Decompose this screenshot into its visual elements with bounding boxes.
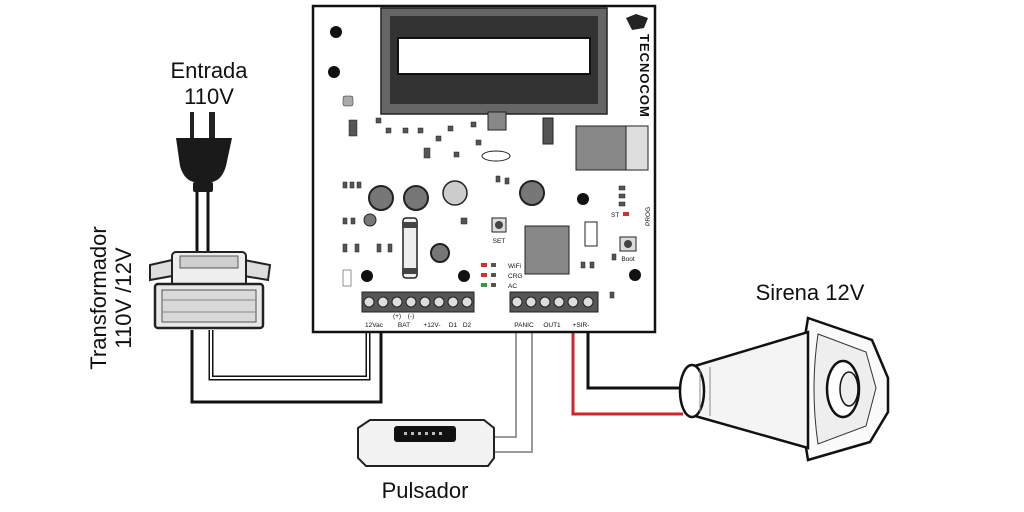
control-board: TECNOCOM xyxy=(311,4,657,334)
transformer-voltage-label: 110V /12V xyxy=(111,247,136,348)
regulator xyxy=(487,111,507,131)
terminal-block-io: PANIC OUT1 +SIR- xyxy=(509,291,599,329)
boot-label: Boot xyxy=(621,256,635,263)
terminal-bat-label: BAT xyxy=(398,322,410,329)
brand-logo: TECNOCOM xyxy=(626,14,652,118)
ac-led-label: AC xyxy=(508,283,517,290)
diode xyxy=(542,117,554,145)
terminal-bat-plus-label: (+) xyxy=(393,313,401,320)
prog-label: PROG xyxy=(645,207,652,226)
set-button[interactable] xyxy=(491,217,507,233)
status-leds: WiFi CRG AC xyxy=(481,263,522,290)
ac-wires xyxy=(190,330,383,404)
transformer-label: Transformador xyxy=(86,226,111,369)
power-plug xyxy=(176,112,232,192)
terminal-d2-label: D2 xyxy=(463,322,472,329)
terminal-out1-label: OUT1 xyxy=(543,322,561,329)
panic-wires xyxy=(493,330,533,453)
terminal-12vac-label: 12Vac xyxy=(365,322,384,329)
siren-label: Sirena 12V xyxy=(756,280,865,305)
siren-wires xyxy=(571,330,686,416)
siren xyxy=(678,316,890,462)
crg-led xyxy=(481,273,487,277)
set-label: SET xyxy=(493,238,506,245)
input-voltage-label: 110V xyxy=(184,84,234,109)
fuse xyxy=(402,217,418,279)
crystal xyxy=(481,150,511,162)
button-label: Pulsador xyxy=(382,478,469,503)
transformer xyxy=(149,251,272,330)
connector-header xyxy=(584,221,598,247)
mounting-holes xyxy=(328,26,641,282)
relay xyxy=(575,125,649,171)
wifi-led xyxy=(481,263,487,267)
microcontroller-chip xyxy=(524,225,570,275)
mains-cable xyxy=(195,192,210,252)
push-button xyxy=(357,419,495,467)
terminal-d1-label: D1 xyxy=(449,322,458,329)
terminal-12v-label: +12V- xyxy=(423,322,440,329)
terminal-block-power: 12Vac (+) (-) BAT +12V- D1 D2 xyxy=(361,291,475,329)
wifi-led-label: WiFi xyxy=(508,263,521,270)
smd-components xyxy=(342,95,626,299)
crg-led-label: CRG xyxy=(508,273,522,280)
input-label: Entrada xyxy=(170,58,248,83)
boot-button[interactable] xyxy=(619,236,637,252)
capacitors xyxy=(363,180,545,263)
svg-text:TECNOCOM: TECNOCOM xyxy=(637,34,652,118)
terminal-bat-minus-label: (-) xyxy=(408,313,415,320)
lcd-display xyxy=(380,7,608,115)
st-label: ST xyxy=(611,212,619,219)
ac-led xyxy=(481,283,487,287)
terminal-panic-label: PANIC xyxy=(514,322,534,329)
terminal-sir-label: +SIR- xyxy=(573,322,590,329)
st-led xyxy=(623,212,629,216)
